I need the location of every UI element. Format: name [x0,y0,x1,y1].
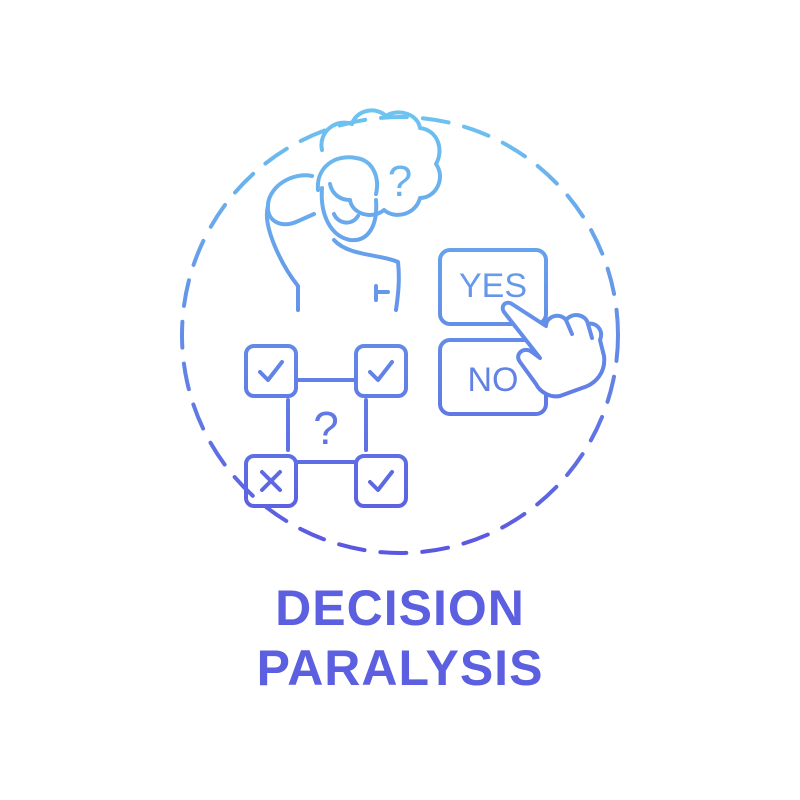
confused-person-icon [264,155,401,312]
yes-button-label: YES [459,267,527,305]
caption-line-1: DECISION [275,580,525,636]
checkbox-grid-icon [244,344,408,508]
checkbox-top-left [244,344,298,398]
yes-button-outline [438,248,548,326]
checkbox-bottom-left [244,454,298,508]
thought-question-mark: ? [388,157,412,206]
checkbox-top-right [354,344,408,398]
dashed-circle-icon [180,115,620,555]
check-icon [258,360,284,382]
cross-icon [260,470,282,492]
no-button-label: NO [468,361,519,399]
checkbox-bottom-right [354,454,408,508]
grid-connectors [286,378,368,464]
pointing-hand-icon [500,300,607,399]
caption-line-2: PARALYSIS [256,640,544,696]
check-icon [368,360,394,382]
grid-question-mark: ? [313,402,339,454]
check-icon [368,470,394,492]
thought-cloud-icon: ? [319,108,442,217]
